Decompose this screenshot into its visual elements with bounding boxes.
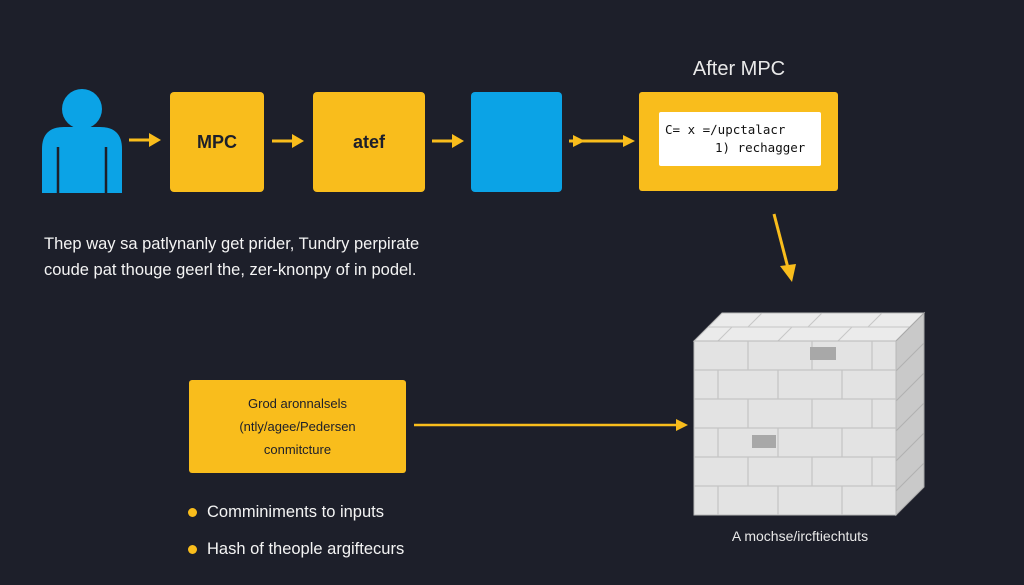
wall-label: A mochse/ircftiechtuts <box>731 528 869 544</box>
blue-box <box>471 92 562 192</box>
commitment-line-2: (ntly/agee/Pedersen <box>239 419 356 434</box>
bullet-text: Comminiments to inputs <box>207 503 384 521</box>
arrow-right-icon <box>412 416 692 434</box>
person-icon <box>42 89 122 193</box>
commitment-box: Grod aronnalsels (ntly/agee/Pedersen con… <box>189 380 406 473</box>
arrow-down-icon <box>768 212 802 284</box>
list-item: Comminiments to inputs <box>188 494 404 531</box>
formula-line-1: C= x =∕upctalacr <box>665 122 786 137</box>
bullet-text: Hash of theople argiftecurs <box>207 540 405 558</box>
commitment-line-3: conmitcture <box>263 442 332 457</box>
atef-box: atef <box>313 92 425 192</box>
arrow-right-icon <box>127 131 163 149</box>
formula-panel: C= x =∕upctalacr 1) rechagger <box>659 112 821 166</box>
mpc-box: MPC <box>170 92 264 192</box>
arrow-right-icon <box>270 132 306 150</box>
arrow-right-icon <box>430 132 466 150</box>
description-line-2: coude pat thouge geerl the, zer-knonpy o… <box>44 261 417 279</box>
formula-box: C= x =∕upctalacr 1) rechagger <box>639 92 838 191</box>
after-mpc-title: After MPC <box>692 58 786 80</box>
description-text: Thep way sa patlynanly get prider, Tundr… <box>44 231 444 283</box>
list-item: Hash of theople argiftecurs <box>188 531 404 568</box>
description-line-1: Thep way sa patlynanly get prider, Tundr… <box>44 235 420 253</box>
commitment-line-1: Grod aronnalsels <box>248 396 347 411</box>
arrow-right-icon <box>567 132 637 150</box>
bullet-dot-icon <box>188 508 197 517</box>
bullet-list: Comminiments to inputs Hash of theople a… <box>188 494 404 568</box>
formula-line-2: 1) rechagger <box>715 140 806 155</box>
bullet-dot-icon <box>188 545 197 554</box>
brick-wall-icon <box>692 311 928 526</box>
